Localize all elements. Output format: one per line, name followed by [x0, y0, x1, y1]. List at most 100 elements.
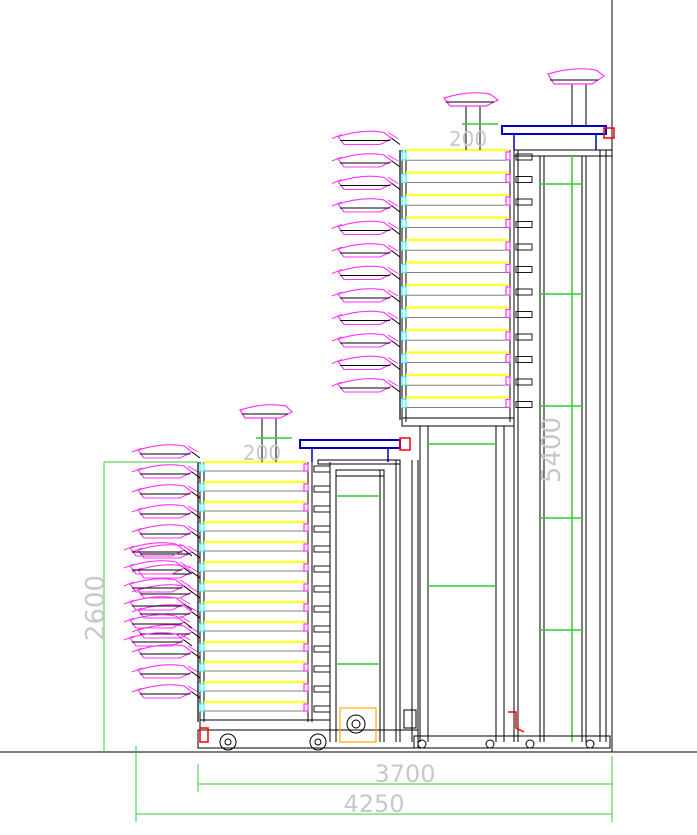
low-tower — [123, 404, 419, 751]
side-rung — [313, 525, 331, 533]
dim-label-3700: 3700 — [374, 760, 435, 788]
low-top-pallet — [239, 404, 294, 462]
low-green-markers — [256, 437, 380, 665]
pallet-arm — [191, 611, 201, 619]
pallet-outline — [337, 243, 394, 258]
pallet-flap — [331, 244, 399, 252]
side-rung — [515, 311, 533, 318]
high-top-pallet-1 — [443, 92, 500, 150]
pallet-flap — [131, 525, 199, 533]
chain-link-right — [303, 703, 309, 712]
low-tower-frame — [199, 460, 419, 742]
dimension-lines — [103, 461, 613, 822]
chain-link-right — [505, 353, 511, 363]
high-tower-trays — [406, 148, 508, 408]
pallet-arm — [191, 471, 201, 479]
pallet-outline — [137, 544, 194, 559]
pallet-arm — [191, 691, 201, 699]
pallet-flap — [331, 177, 399, 184]
chain-link — [199, 503, 205, 512]
side-rung — [313, 665, 331, 673]
pallet-arm — [391, 295, 401, 303]
chain-link — [401, 196, 407, 206]
pallet-outline — [137, 564, 194, 579]
pallet-arm — [183, 639, 193, 647]
chain-link — [199, 643, 205, 652]
pallet-outline — [337, 198, 394, 213]
pallet-outline — [337, 265, 394, 281]
dim-label-200-low: 200 — [243, 441, 281, 465]
chain-link-right — [303, 483, 309, 492]
pallet-flap — [131, 685, 199, 693]
high-tower-frame — [401, 149, 613, 742]
pallet-flap — [123, 561, 191, 569]
side-rung — [515, 198, 533, 206]
pallet-arm — [183, 585, 193, 593]
high-tower-chain — [399, 150, 511, 420]
low-tower-chain — [197, 462, 309, 722]
pallet-arm — [391, 318, 401, 325]
pallet-arm — [391, 160, 401, 168]
pallet-arm — [391, 340, 401, 348]
pallet-flap — [331, 289, 399, 297]
side-rung — [313, 645, 331, 653]
side-rung — [515, 176, 533, 183]
pallet-flap — [123, 633, 191, 641]
chain-link-right — [303, 523, 309, 532]
pallet-arm — [191, 571, 201, 579]
pallet-flap — [331, 154, 399, 162]
chain-link-right — [505, 173, 511, 183]
pallet-flap — [131, 645, 199, 653]
pallet-flap — [331, 312, 399, 319]
chain-link-right — [303, 623, 309, 632]
pallet-arm — [391, 385, 401, 393]
high-top-pallet-2 — [547, 68, 606, 126]
pallet-flap — [131, 625, 199, 633]
side-rung — [515, 378, 533, 386]
pallet-outline — [129, 560, 186, 575]
pallet-arm — [191, 531, 201, 539]
pallet-arm — [191, 491, 201, 499]
pallet-flap — [123, 579, 191, 587]
high-tower — [331, 68, 615, 749]
chain-link — [199, 703, 205, 712]
pallet-flap — [131, 585, 199, 593]
chain-link-right — [505, 331, 511, 341]
side-rung — [313, 705, 331, 713]
side-rung — [515, 356, 533, 363]
chain-link-right — [303, 683, 309, 692]
dim-label-200-high: 200 — [449, 127, 487, 151]
pallet-outline — [337, 333, 394, 348]
pallet-arm — [191, 671, 201, 679]
side-rung — [515, 288, 533, 296]
pallet-outline — [137, 644, 194, 659]
chain-link — [401, 331, 407, 341]
pallet-outline — [129, 614, 186, 629]
chain-link — [401, 218, 407, 228]
side-rung — [313, 565, 331, 573]
chain-link-right — [505, 241, 511, 251]
pallet-arm — [391, 138, 401, 145]
pallet-flap — [331, 379, 399, 387]
chain-link — [199, 543, 205, 552]
pallet-outline — [137, 604, 194, 619]
pallet-outline — [337, 288, 394, 303]
pallet-outline — [337, 378, 394, 393]
chain-link — [401, 308, 407, 318]
dim-label-2600: 2600 — [81, 575, 111, 641]
side-rung — [515, 333, 533, 341]
pallet-outline — [137, 684, 194, 699]
chain-link — [199, 663, 205, 672]
chain-link — [199, 523, 205, 532]
chain-link — [401, 173, 407, 183]
high-green-markers — [428, 123, 582, 742]
pallet-flap — [331, 334, 399, 342]
pallet-outline — [129, 632, 186, 647]
side-rung — [515, 153, 533, 161]
low-base-carriage — [197, 707, 419, 751]
pallet-outline — [137, 464, 194, 479]
pallet-arm — [191, 551, 201, 559]
pallet-arm — [391, 250, 401, 258]
pallet-flap — [123, 597, 191, 605]
low-lift-beam — [299, 437, 411, 465]
